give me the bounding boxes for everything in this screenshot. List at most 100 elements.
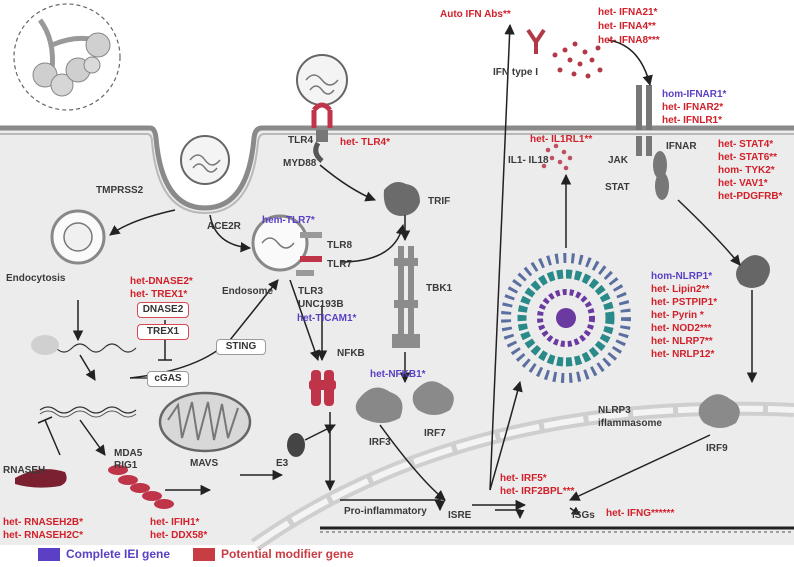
nlrp3-inflammasome-icon [501, 253, 631, 383]
gene-ifnar2: het- IFNAR2* [662, 102, 724, 113]
gene-il1rl1: het- IL1RL1** [530, 134, 593, 145]
gene-rnaseh2b: het- RNASEH2B* [3, 517, 84, 528]
gene-stat4: het- STAT4* [718, 139, 774, 150]
irf7-label: IRF7 [424, 428, 446, 439]
trif-label: TRIF [428, 196, 451, 207]
gene-ifng: het- IFNG****** [606, 508, 675, 519]
trif-icon [383, 182, 420, 216]
endocytosis-vesicle-icon [50, 209, 106, 265]
ifnar-label: IFNAR [666, 141, 697, 152]
dnase2-box: DNASE2 [137, 302, 189, 318]
ifn-particles-icon [552, 41, 603, 79]
gene-ifih1: het- IFIH1* [150, 517, 200, 528]
endosome-label: Endosome [222, 286, 274, 297]
unc193b-label: UNC193B [298, 299, 344, 310]
tlr7-label: TLR7 [327, 259, 352, 270]
irf9-icon [698, 394, 740, 428]
stat-label: STAT [605, 182, 630, 193]
legend-modifier-swatch [193, 548, 215, 561]
irf3-label: IRF3 [369, 437, 391, 448]
nlrp3-label: NLRP3 [598, 405, 631, 416]
e3-label: E3 [276, 458, 289, 469]
legend-complete-label: Complete IEI gene [66, 547, 171, 561]
cell-membrane [0, 125, 794, 211]
irf9-label: IRF9 [706, 443, 728, 454]
gene-ddx58: het- DDX58* [150, 530, 208, 541]
virus-capsid-fragment [31, 335, 59, 355]
mda5-rig1-icon [108, 465, 174, 509]
gene-nlrp7: het- NLRP7** [651, 336, 713, 347]
ifnar-receptor-icon [636, 85, 669, 200]
jak-label: JAK [608, 155, 629, 166]
tbk1-icon [392, 246, 420, 348]
endosome-icon [251, 214, 322, 276]
rna-strand-2 [39, 406, 137, 414]
ifn-type-i-label: IFN type I [493, 67, 539, 78]
myd88-label: MYD88 [283, 158, 317, 169]
gene-ifna4: het- IFNA4** [598, 21, 656, 32]
gene-pyrin: het- Pyrin * [651, 310, 704, 321]
gene-tlr4: het- TLR4* [340, 137, 390, 148]
gene-ifna8: het- IFNA8*** [598, 35, 660, 46]
gene-trex1: het- TREX1* [130, 289, 188, 300]
rnaseh-inhibition-line [37, 416, 61, 456]
virus-entry-icon [180, 135, 230, 185]
gene-stat6: het- STAT6** [718, 152, 778, 163]
gene-ifnlr1: het- IFNLR1* [662, 115, 722, 126]
e3-icon [287, 433, 305, 457]
il1-particles-icon [541, 143, 573, 171]
ace2r-label: ACE2R [207, 221, 241, 232]
irf7-icon [412, 381, 454, 415]
gene-dnase2: het-DNASE2* [130, 276, 193, 287]
rig1-label: RIG1 [114, 460, 138, 471]
gene-nrlp12: het- NRLP12* [651, 349, 715, 360]
gene-ticam1: het-TICAM1* [297, 313, 357, 324]
tlr8-label: TLR8 [327, 240, 352, 251]
gene-ifnar1: hom-IFNAR1* [662, 89, 727, 100]
virus-tlr4-icon [296, 54, 348, 106]
gene-lipin2: het- Lipin2** [651, 284, 710, 295]
gene-vav1: het- VAV1* [718, 178, 768, 189]
inflammasome-label: iflammasome [598, 418, 662, 429]
gene-pdgfrb: het-PDGFRB* [718, 191, 783, 202]
cgas-box: cGAS [147, 371, 189, 387]
tlr3-label: TLR3 [298, 286, 323, 297]
legend-complete-swatch [38, 548, 60, 561]
legend-modifier-label: Potential modifier gene [221, 547, 354, 561]
irf3-icon [355, 387, 403, 423]
pro-inflammatory-label: Pro-inflammatory [344, 506, 427, 517]
gene-irf2bpl: het- IRF2BPL*** [500, 486, 575, 497]
gene-tlr7: hem-TLR7* [262, 215, 315, 226]
antibody-icon [526, 28, 546, 54]
rnaseh-icon [15, 469, 67, 488]
tmprss2-label: TMPRSS2 [96, 185, 144, 196]
stat-dimer-icon [736, 255, 770, 288]
gene-nlrp1: hom-NLRP1* [651, 271, 713, 282]
isre-label: ISRE [448, 510, 472, 521]
nfkb-label: NFKB [337, 348, 365, 359]
gene-nod2: het- NOD2*** [651, 323, 712, 334]
mda5-label: MDA5 [114, 448, 143, 459]
isgs-label: ISGs [572, 510, 595, 521]
nfkb-icon [309, 370, 336, 406]
tlr4-receptor-icon [311, 102, 333, 163]
gene-tyk2: hom- TYK2* [718, 165, 775, 176]
gene-nfkb1: het-NFKB1* [370, 369, 426, 380]
lungs-icon [13, 3, 121, 111]
gene-ifna21: het- IFNA21* [598, 7, 658, 18]
sting-box: STING [216, 339, 266, 355]
mitochondrion-icon [158, 391, 252, 453]
tlr4-label: TLR4 [288, 135, 313, 146]
rnaseh-label: RNASEH [3, 465, 46, 476]
gene-auto-ifn-abs: Auto IFN Abs** [440, 9, 511, 20]
trex1-box: TREX1 [137, 324, 189, 340]
il1-il18-label: IL1- IL18 [508, 155, 549, 166]
endocytosis-label: Endocytosis [6, 273, 66, 284]
tbk1-label: TBK1 [426, 283, 453, 294]
gene-irf5: het- IRF5* [500, 473, 547, 484]
gene-pstpip1: het- PSTPIP1* [651, 297, 718, 308]
mavs-label: MAVS [190, 458, 219, 469]
gene-rnaseh2c: het- RNASEH2C* [3, 530, 84, 541]
